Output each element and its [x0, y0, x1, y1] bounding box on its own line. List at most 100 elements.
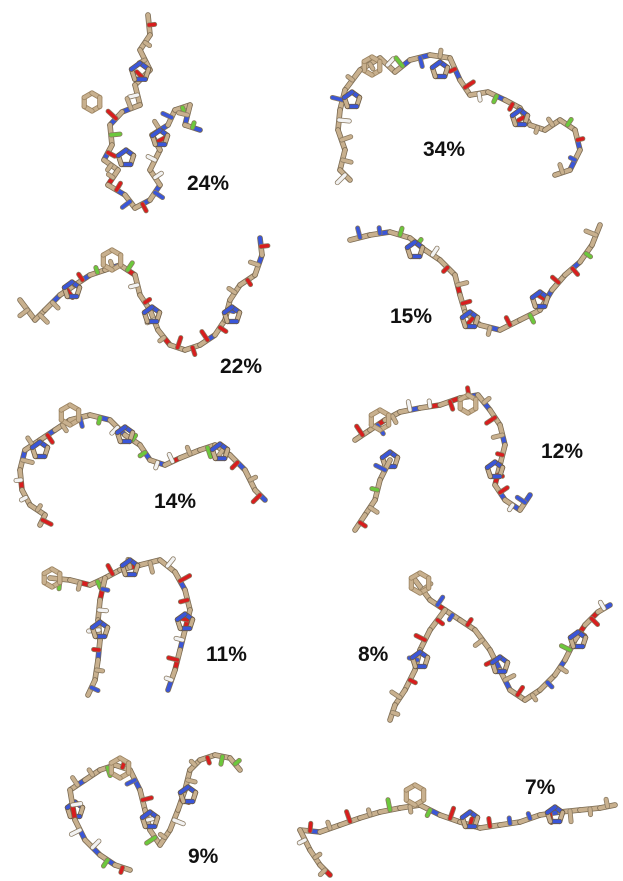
substituent-bond: [87, 768, 95, 777]
conformer-8: [408, 570, 613, 703]
substituent-bond: [205, 755, 212, 765]
substituent-bond: [441, 265, 450, 274]
substituent-bond: [218, 325, 228, 334]
triazole-ring: [114, 424, 136, 445]
phenyl-ring: [361, 54, 383, 78]
substituent-bond: [95, 579, 103, 590]
substituent-bond: [125, 778, 137, 786]
substituent-bond: [125, 96, 133, 111]
substituent-bond: [119, 865, 125, 875]
triazole-bond: [210, 442, 222, 452]
substituent-bond: [76, 272, 85, 282]
substituent-bond: [153, 171, 164, 180]
triazole-bond: [129, 61, 142, 72]
conformer-9: [64, 752, 243, 848]
phenyl-ring: [368, 407, 392, 433]
phenyl-ring: [408, 570, 432, 596]
substituent-bond: [374, 463, 387, 472]
substituent-bond: [60, 423, 68, 433]
substituent-bond: [406, 400, 412, 412]
phenyl-ring: [108, 755, 132, 781]
triazole-ring: [89, 619, 111, 640]
panel-label-12: 12%: [541, 440, 584, 463]
substituent-bond: [528, 313, 536, 324]
triazole-ring: [61, 279, 83, 300]
substituent-bond: [337, 118, 351, 123]
substituent-bond: [106, 150, 117, 158]
substituent-bond: [178, 573, 192, 583]
substituent-bond: [26, 436, 35, 447]
substituent-bond: [368, 62, 375, 71]
substituent-bond: [394, 56, 405, 68]
triazole-bond: [410, 650, 422, 660]
substituent-bond: [340, 158, 353, 164]
triazole-bond: [530, 290, 542, 300]
panel-label-8: 8%: [358, 643, 389, 666]
substituent-bond: [105, 163, 113, 172]
phenyl-ring: [41, 566, 63, 590]
substituent-bond: [515, 495, 527, 505]
triazole-bond: [142, 305, 154, 315]
substituent-bond: [308, 821, 313, 833]
triazole-ring: [115, 147, 137, 168]
substituent-bond: [100, 587, 110, 592]
substituent-bond: [146, 154, 157, 162]
substituent-bond: [97, 608, 109, 613]
panel-label-24: 24%: [187, 172, 230, 195]
substituent-bond: [558, 162, 565, 175]
substituent-bond: [418, 55, 424, 69]
triazole-ring: [484, 459, 506, 480]
substituent-bond: [473, 638, 485, 648]
triazole-bond: [116, 148, 128, 158]
substituent-bond: [355, 226, 362, 240]
panel-label-11: 11%: [206, 643, 247, 666]
substituent-bond: [190, 345, 197, 357]
substituent-bond: [227, 286, 237, 295]
substituent-bond: [448, 806, 456, 821]
substituent-bond: [106, 172, 115, 180]
substituent-bond: [326, 820, 332, 831]
substituent-bond: [259, 243, 270, 249]
substituent-bond: [313, 852, 322, 860]
substituent-bond: [318, 868, 327, 877]
substituent-bond: [534, 125, 540, 134]
substituent-bond: [135, 70, 145, 80]
triazole-ring: [341, 89, 363, 110]
triazole-ring: [459, 809, 481, 830]
triazole-ring: [429, 59, 451, 80]
substituent-bond: [550, 275, 561, 285]
phenyl-ring: [457, 392, 479, 416]
triazole-ring: [141, 304, 163, 325]
substituent-bond: [96, 415, 102, 425]
phenyl-ring: [58, 402, 82, 428]
substituent-bond: [385, 57, 396, 67]
substituent-bond: [339, 135, 353, 142]
conformer-14: [17, 402, 268, 505]
triazole-ring: [177, 784, 199, 805]
substituent-bond: [503, 673, 516, 682]
triazole-bond: [380, 450, 392, 460]
substituent-bond: [153, 190, 165, 200]
triazole-ring: [221, 304, 243, 325]
substituent-bond: [507, 102, 515, 111]
triazole-ring: [529, 289, 551, 310]
panel-label-15: 15%: [390, 305, 433, 328]
substituent-bond: [167, 452, 175, 464]
substituent-bond: [101, 858, 110, 868]
substituent-bond: [297, 838, 307, 845]
substituent-bond: [165, 557, 175, 568]
triazole-bond: [545, 805, 557, 815]
triazole-bond: [485, 460, 497, 470]
substituent-bond: [492, 94, 499, 104]
triazole-bond: [120, 558, 132, 568]
substituent-bond: [110, 425, 120, 435]
triazole-ring: [29, 439, 51, 460]
substituent-bond: [565, 117, 573, 127]
triazole-ring: [404, 239, 426, 260]
substituent-bond: [154, 136, 167, 145]
triazole-ring: [459, 309, 481, 330]
substituent-bond: [125, 261, 134, 272]
substituent-bond: [575, 136, 585, 142]
conformer-34: [357, 47, 586, 178]
substituent-bond: [447, 613, 455, 622]
